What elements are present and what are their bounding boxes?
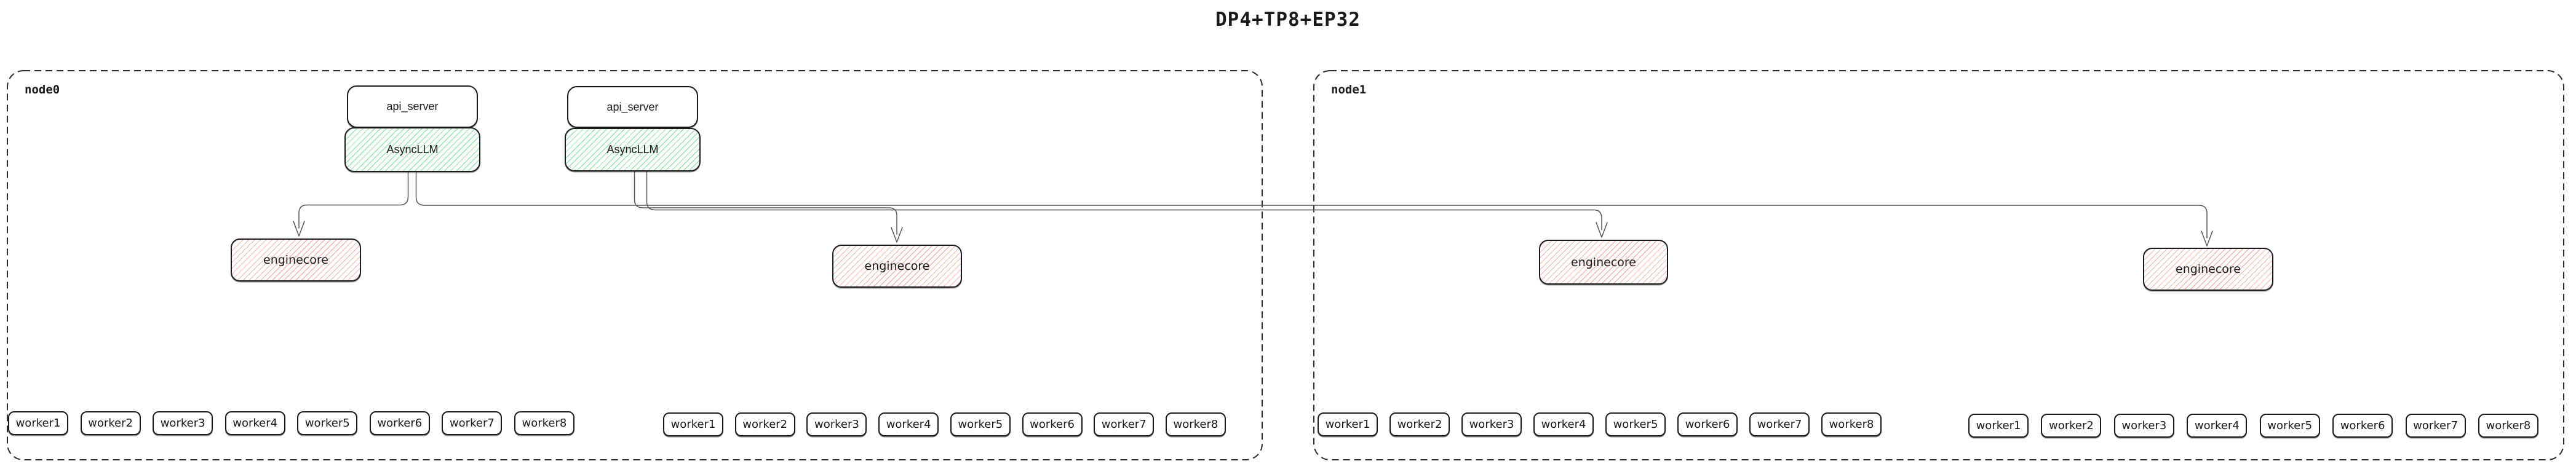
worker-box: worker3: [806, 412, 867, 436]
worker-box: worker4: [1533, 412, 1594, 436]
worker-box: worker4: [225, 411, 285, 435]
worker-box: worker1: [8, 411, 68, 435]
worker-box: worker3: [1461, 412, 1522, 436]
worker-box: worker7: [1094, 412, 1155, 436]
worker-box: worker1: [1968, 414, 2029, 438]
worker-box: worker3: [153, 411, 213, 435]
worker-box: worker8: [1821, 412, 1882, 436]
worker-box: worker2: [80, 411, 141, 435]
enginecore-box-4: enginecore: [2143, 248, 2273, 291]
api-server-box-1: api_server: [347, 85, 478, 128]
worker-box: worker8: [2478, 414, 2538, 438]
asyncllm-box-1: AsyncLLM: [344, 127, 480, 172]
node1-worker-group-1: worker1 worker2 worker3 worker4 worker5 …: [1318, 412, 1882, 436]
node1-worker-group-2: worker1 worker2 worker3 worker4 worker5 …: [1968, 414, 2538, 438]
enginecore-box-2: enginecore: [832, 245, 962, 288]
node0-label: node0: [25, 83, 60, 97]
node1-label: node1: [1331, 83, 1367, 97]
api-server-box-2: api_server: [567, 86, 698, 128]
enginecore-box-3: enginecore: [1539, 240, 1668, 285]
node0-container: node0 api_server AsyncLLM api_server Asy…: [7, 71, 1262, 460]
worker-box: worker7: [442, 411, 503, 435]
enginecore-box-1: enginecore: [231, 238, 361, 282]
worker-box: worker5: [950, 412, 1011, 436]
worker-box: worker4: [878, 412, 939, 436]
worker-box: worker5: [1605, 412, 1666, 436]
worker-box: worker5: [2259, 414, 2320, 438]
worker-box: worker7: [2405, 414, 2466, 438]
worker-box: worker4: [2187, 414, 2248, 438]
worker-box: worker6: [2332, 414, 2393, 438]
node0-worker-group-1: worker1 worker2 worker3 worker4 worker5 …: [8, 411, 574, 435]
worker-box: worker2: [2041, 414, 2102, 438]
node0-worker-group-2: worker1 worker2 worker3 worker4 worker5 …: [663, 412, 1226, 436]
worker-box: worker2: [1389, 412, 1450, 436]
worker-box: worker1: [1318, 412, 1378, 436]
worker-box: worker6: [1677, 412, 1738, 436]
worker-box: worker1: [663, 412, 723, 436]
worker-box: worker3: [2113, 414, 2174, 438]
worker-box: worker6: [369, 411, 430, 435]
worker-box: worker8: [514, 411, 574, 435]
worker-box: worker5: [297, 411, 358, 435]
worker-box: worker6: [1022, 412, 1083, 436]
worker-box: worker7: [1749, 412, 1810, 436]
worker-box: worker8: [1165, 412, 1226, 436]
worker-box: worker2: [734, 412, 795, 436]
node1-container: node1 enginecore enginecore worker1 work…: [1314, 71, 2564, 460]
diagram-title: DP4+TP8+EP32: [1215, 9, 1361, 31]
asyncllm-box-2: AsyncLLM: [565, 128, 701, 171]
